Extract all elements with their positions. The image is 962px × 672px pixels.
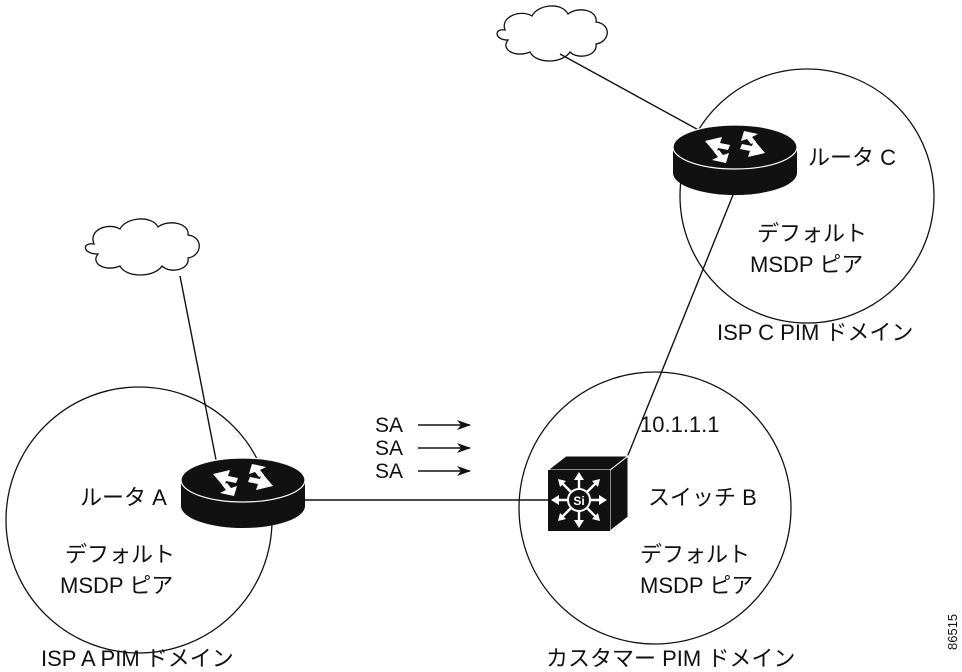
figure-id: 86515 [945, 614, 960, 650]
sa-message-label: SA [375, 437, 403, 460]
cloud-icon [496, 5, 608, 62]
sa-message-label: SA [375, 460, 403, 483]
router-c-peer-line1: デフォルト [757, 221, 867, 246]
isp-c-domain-label: ISP C PIM ドメイン [717, 320, 913, 345]
cloud-icon [84, 218, 200, 276]
sa-message-label: SA [375, 414, 403, 437]
switch-b-peer-line2: MSDP ピア [640, 573, 753, 598]
switch-b-icon: Si [546, 454, 630, 533]
switch-b-label: スイッチ B [648, 485, 757, 510]
router-c-icon [672, 124, 798, 195]
switch-si-badge: Si [573, 494, 584, 508]
router-a-peer-line1: デフォルト [65, 542, 175, 567]
router-a-icon [180, 457, 306, 528]
router-a-label: ルータ A [80, 485, 167, 510]
router-a-peer-line2: MSDP ピア [60, 573, 173, 598]
router-c-label: ルータ C [808, 145, 896, 170]
customer-domain-label: カスタマー PIM ドメイン [546, 646, 795, 671]
isp-c-domain-circle [679, 68, 935, 324]
cloud-a-link [179, 275, 219, 471]
isp-a-domain-label: ISP A PIM ドメイン [41, 646, 234, 671]
switch-b-peer-line1: デフォルト [640, 542, 750, 567]
router-c-switch-link [621, 189, 736, 471]
switch-b-ip-address: 10.1.1.1 [640, 412, 720, 437]
customer-domain-circle [518, 371, 792, 645]
router-c-peer-line2: MSDP ピア [750, 252, 863, 277]
